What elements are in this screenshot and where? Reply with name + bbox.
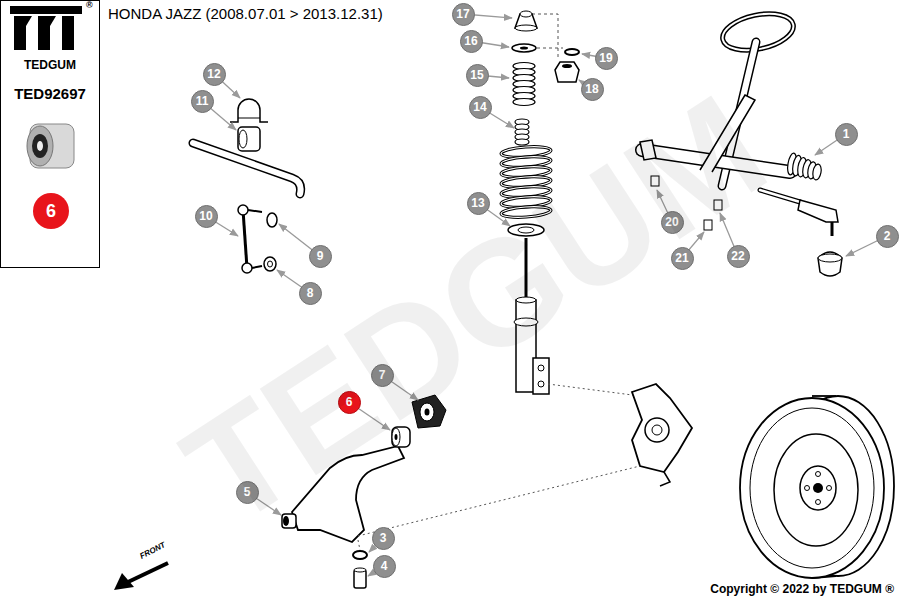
steering-knuckle [632,384,692,486]
stabilizer-link [238,205,277,273]
boot-rib [513,99,535,106]
callout-number: 6 [338,391,361,414]
callout-text: 1 [843,127,850,141]
callout-text: 13 [471,196,484,210]
callout-number: 21 [671,247,694,270]
registered-mark: ® [86,1,93,10]
spring-coil [501,205,552,218]
callout-text: 7 [379,368,386,382]
callout-text: 17 [456,7,469,21]
callout-number: 19 [595,47,618,70]
callout-number: 17 [452,3,475,26]
callout-text: 12 [207,67,220,81]
strut-assembly [512,11,640,396]
callout-text: 16 [464,34,477,48]
callout-text: 2 [884,229,891,243]
callout-text: 22 [731,249,744,263]
brand-name: TEDGUM [1,58,99,72]
callout-text: 9 [317,249,324,263]
rack-boot-rib [812,163,823,180]
callout-text: 15 [470,68,483,82]
callout-number: 2 [876,225,899,248]
callout-number: 9 [309,245,332,268]
callout-number: 8 [299,282,322,305]
callout-number: 4 [373,555,396,578]
callout-text: 19 [599,51,612,65]
callout-text: 18 [585,82,598,96]
callout-number: 14 [469,96,492,119]
callout-number: 5 [236,481,259,504]
highlight-badge: 6 [33,193,69,229]
stabilizer-bar [193,99,301,194]
callout-number: 22 [727,245,750,268]
coil-spring [501,145,552,218]
spring-seat [508,224,544,236]
callout-number: 11 [191,90,214,113]
ball-joint-parts [353,551,367,588]
callout-number: 16 [460,30,483,53]
leader-lines [202,14,887,576]
steering-gear [640,8,842,276]
callout-text: 20 [665,215,678,229]
callout-number: 10 [195,205,218,228]
callout-number: 15 [466,64,489,87]
callout-number: 7 [371,364,394,387]
control-arm [282,432,640,550]
copyright-caption: Copyright © 2022 by TEDGUM ® [710,582,894,596]
diagram-title: HONDA JAZZ (2008.07.01 > 2013.12.31) [108,5,383,22]
rack-boot [786,152,822,180]
callout-text: 21 [675,251,688,265]
front-label: FRONT [139,541,167,561]
bushing-photo [27,124,74,168]
callout-text: 14 [473,100,486,114]
spring-coil-highlight [501,205,552,218]
bump-stop-rib [515,139,529,145]
callout-number: 18 [581,78,604,101]
dust-boot [513,63,535,146]
callout-text: 5 [244,485,251,499]
callout-number: 12 [203,63,226,86]
product-panel: TEDGUM TED92697 6 [0,0,100,268]
callout-text: 4 [381,559,388,573]
callout-text: 6 [46,201,56,222]
callout-number: 13 [467,192,490,215]
callout-text: 6 [346,395,353,409]
callout-text: 10 [199,209,212,223]
callout-number: 3 [372,527,395,550]
front-arrow [114,563,168,590]
callout-number: 20 [661,211,684,234]
callout-number: 1 [835,123,858,146]
part-number: TED92697 [1,85,99,102]
callout-text: 3 [380,531,387,545]
callout-text: 8 [307,286,314,300]
callout-text: 11 [196,94,209,108]
arm-bushings [392,395,446,447]
wheel [740,396,894,578]
brand-logo [10,6,82,50]
watermark: TEDGUM [162,70,789,550]
